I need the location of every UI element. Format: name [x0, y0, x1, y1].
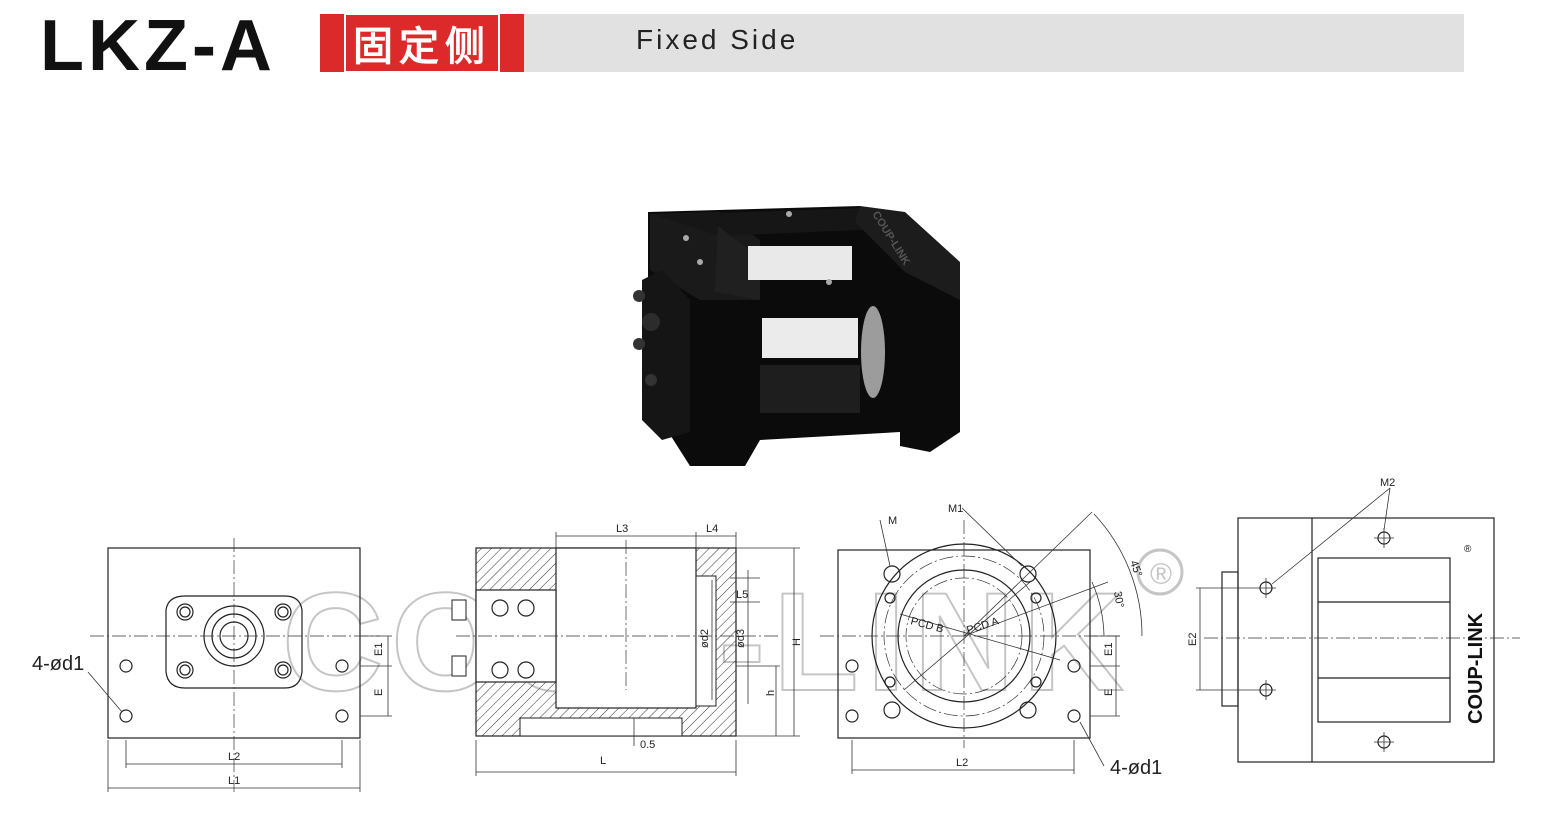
side-m1-label: M1 — [948, 503, 963, 515]
top-brand-label: COUP-LINK — [1465, 612, 1487, 724]
top-e2-label: E2 — [1187, 633, 1199, 646]
side-view-drawing: M M1 45° 30° PCD B PCD A E1 E L2 4-ød1 — [820, 503, 1162, 779]
product-photo: COUP-LINK — [633, 206, 960, 466]
top-m2-label: M2 — [1380, 477, 1395, 489]
side-d1-label: 4-ød1 — [1110, 757, 1162, 779]
section-l3-label: L3 — [616, 523, 628, 535]
chinese-title: 固定侧 — [344, 13, 500, 73]
english-title: Fixed Side — [636, 24, 799, 55]
front-l1-label: L1 — [228, 775, 240, 787]
side-angle45-label: 45° — [1127, 559, 1144, 579]
top-view-drawing: M2 E2 COUP-LINK ® — [1187, 477, 1520, 763]
section-d3-label: ød3 — [735, 629, 747, 648]
section-gap-label: 0.5 — [640, 739, 655, 751]
front-d1-label: 4-ød1 — [32, 653, 84, 675]
title-bar-background — [524, 14, 1464, 72]
front-e-label: E — [373, 689, 385, 696]
side-e1-label: E1 — [1103, 643, 1115, 656]
section-l-label: L — [600, 755, 606, 767]
model-title: LKZ-A — [40, 6, 276, 86]
section-d2-label: ød2 — [699, 629, 711, 648]
watermark-mark: ® — [1150, 558, 1172, 591]
section-view-drawing: L3 L4 L5 ød2 ød3 H h L 0.5 — [451, 523, 803, 776]
section-h-small-label: h — [765, 690, 777, 696]
front-e1-label: E1 — [373, 643, 385, 656]
front-view-drawing: L2 L1 E1 E 4-ød1 — [32, 538, 392, 792]
front-l2-label: L2 — [228, 751, 240, 763]
side-l2-label: L2 — [956, 757, 968, 769]
side-m-label: M — [888, 515, 897, 527]
top-registered-mark: ® — [1464, 544, 1472, 555]
section-h-big-label: H — [791, 638, 803, 646]
chinese-title-box: 固定侧 — [320, 13, 524, 73]
section-l4-label: L4 — [706, 523, 718, 535]
section-l5-label: L5 — [736, 589, 748, 601]
side-e-label: E — [1103, 689, 1115, 696]
side-angle30-label: 30° — [1111, 590, 1126, 608]
